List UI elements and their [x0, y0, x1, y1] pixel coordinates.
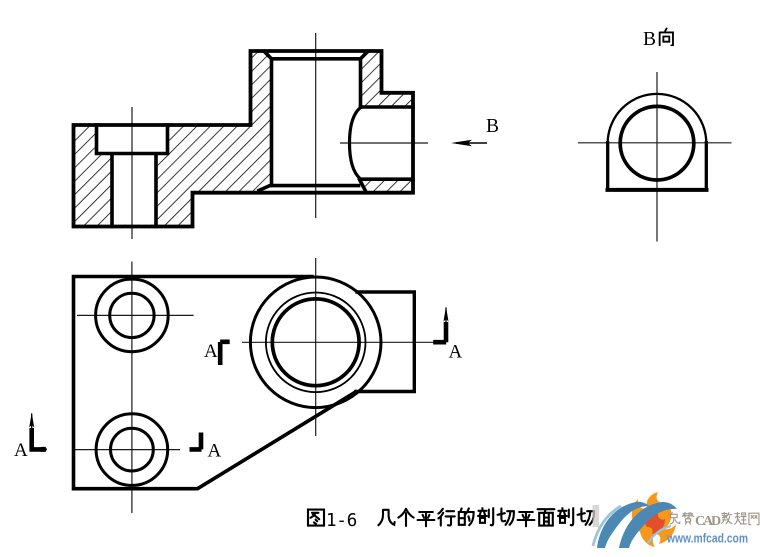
section-mark-start	[29, 412, 47, 452]
section-mark-end-bars	[433, 322, 449, 345]
watermark-site-name: CAD	[668, 511, 760, 529]
svg-text:D: D	[711, 514, 721, 529]
plan-bore-circle	[270, 297, 361, 388]
front-outlines	[71, 49, 415, 229]
svg-text:A: A	[703, 514, 714, 529]
section-mark-corner1	[189, 432, 204, 452]
plan-cylinder-outer-circle	[248, 275, 383, 410]
b-view-label: B	[643, 27, 674, 50]
b-view-dome-outline	[606, 92, 708, 144]
b-arrow-label: B	[486, 116, 499, 137]
section-label-start: A	[14, 440, 28, 461]
small-hole-cavity	[112, 153, 156, 225]
b-direction-arrow: B	[451, 116, 499, 147]
section-marks	[29, 306, 449, 452]
plan-boss-rectangle	[354, 290, 416, 394]
swoosh-arch1	[597, 501, 649, 548]
figure-caption: 1-6	[306, 507, 595, 531]
section-mark-end	[433, 306, 449, 345]
front-section-view: B	[71, 33, 499, 239]
front-outer-profile	[71, 49, 415, 229]
boss-hole-outline	[357, 105, 415, 195]
plan-bore-chamfer-circle	[265, 291, 367, 393]
section-mark-corner2	[217, 339, 230, 365]
b-view-base-outline	[606, 141, 708, 190]
watermark: CAD www.mfcad.com	[591, 492, 760, 548]
counterbore-outline	[94, 123, 170, 229]
section-arrow-start-head	[29, 412, 35, 428]
svg-text:B: B	[643, 29, 656, 50]
svg-text:1: 1	[326, 511, 337, 531]
bore-boss-intersection-arc	[347, 105, 363, 182]
plan-plate-outline	[71, 274, 358, 491]
section-mark-start-bars	[29, 428, 42, 452]
section-mark-start-bar-tip	[41, 446, 47, 452]
watermark-logo	[591, 492, 677, 548]
section-label-corner2: A	[204, 341, 218, 362]
watermark-url: www.mfcad.com	[666, 532, 748, 546]
plan-centerlines	[75, 258, 436, 513]
b-view-centerlines	[578, 72, 732, 242]
hatch-boss-bottom-wall	[359, 179, 413, 193]
plan-bottomhole-outer-circle	[94, 412, 170, 487]
swoosh-light-accent	[591, 504, 622, 547]
svg-text:C: C	[695, 514, 705, 529]
section-label-corner1: A	[208, 441, 222, 462]
bore-outline	[256, 49, 371, 193]
watermark-ghost-box	[592, 505, 599, 527]
b-view-hole-circle	[618, 104, 696, 182]
svg-text:6: 6	[347, 511, 358, 531]
swoosh-light-accent2	[647, 524, 672, 544]
plan-view: A A A A	[14, 258, 463, 513]
plan-bottomhole-inner-circle	[108, 426, 155, 473]
b-direction-view: B	[578, 27, 732, 242]
svg-text:-: -	[336, 511, 347, 531]
swoosh-arch2	[619, 502, 677, 548]
section-arrow-end-head	[443, 306, 449, 322]
hatch-cylinder-right-wall	[360, 51, 413, 107]
b-arrow-head	[451, 139, 472, 147]
section-label-end: A	[449, 342, 463, 363]
plan-tophole-inner-circle	[108, 291, 156, 340]
plan-tophole-outer-circle	[94, 277, 170, 354]
